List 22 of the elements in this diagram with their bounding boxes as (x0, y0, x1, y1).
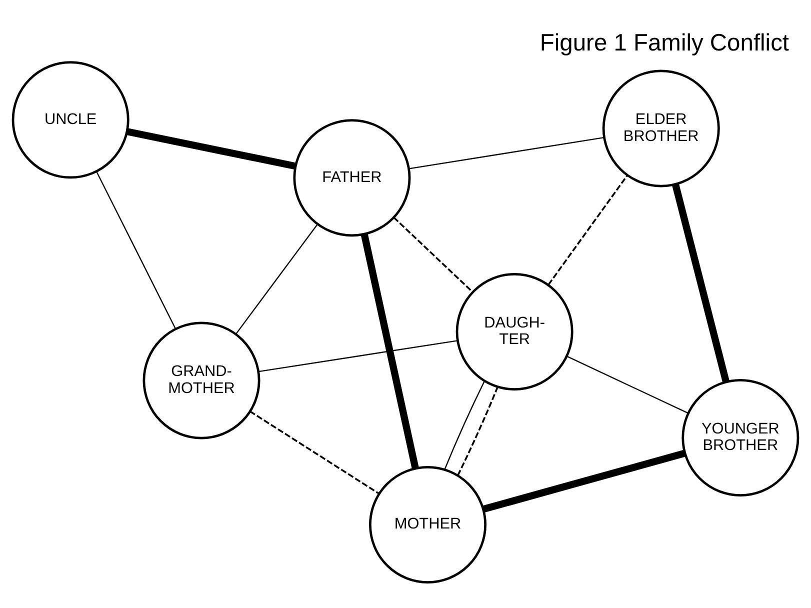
connector (360, 233, 419, 468)
connector (672, 183, 730, 382)
diagram-title: Figure 1 Family Conflict (540, 30, 790, 56)
connector (258, 340, 458, 372)
connector (408, 136, 604, 169)
connector (548, 174, 628, 285)
node-circle: MOTHER (369, 465, 486, 583)
connector (444, 380, 485, 470)
node-circle: GRAND- MOTHER (142, 321, 260, 439)
connector (126, 128, 296, 170)
connector (482, 449, 686, 512)
node-circle: FATHER (293, 118, 411, 236)
node-circle: DAUGH- TER (456, 272, 574, 390)
node-circle: UNCLE (12, 60, 130, 178)
connector (457, 386, 498, 476)
connector (250, 410, 380, 494)
connector (236, 223, 318, 334)
connector (393, 216, 473, 292)
connector (566, 355, 688, 414)
connector (96, 170, 176, 329)
node-circle: YOUNGER BROTHER (682, 378, 800, 496)
node-circle: ELDER BROTHER (602, 69, 720, 187)
